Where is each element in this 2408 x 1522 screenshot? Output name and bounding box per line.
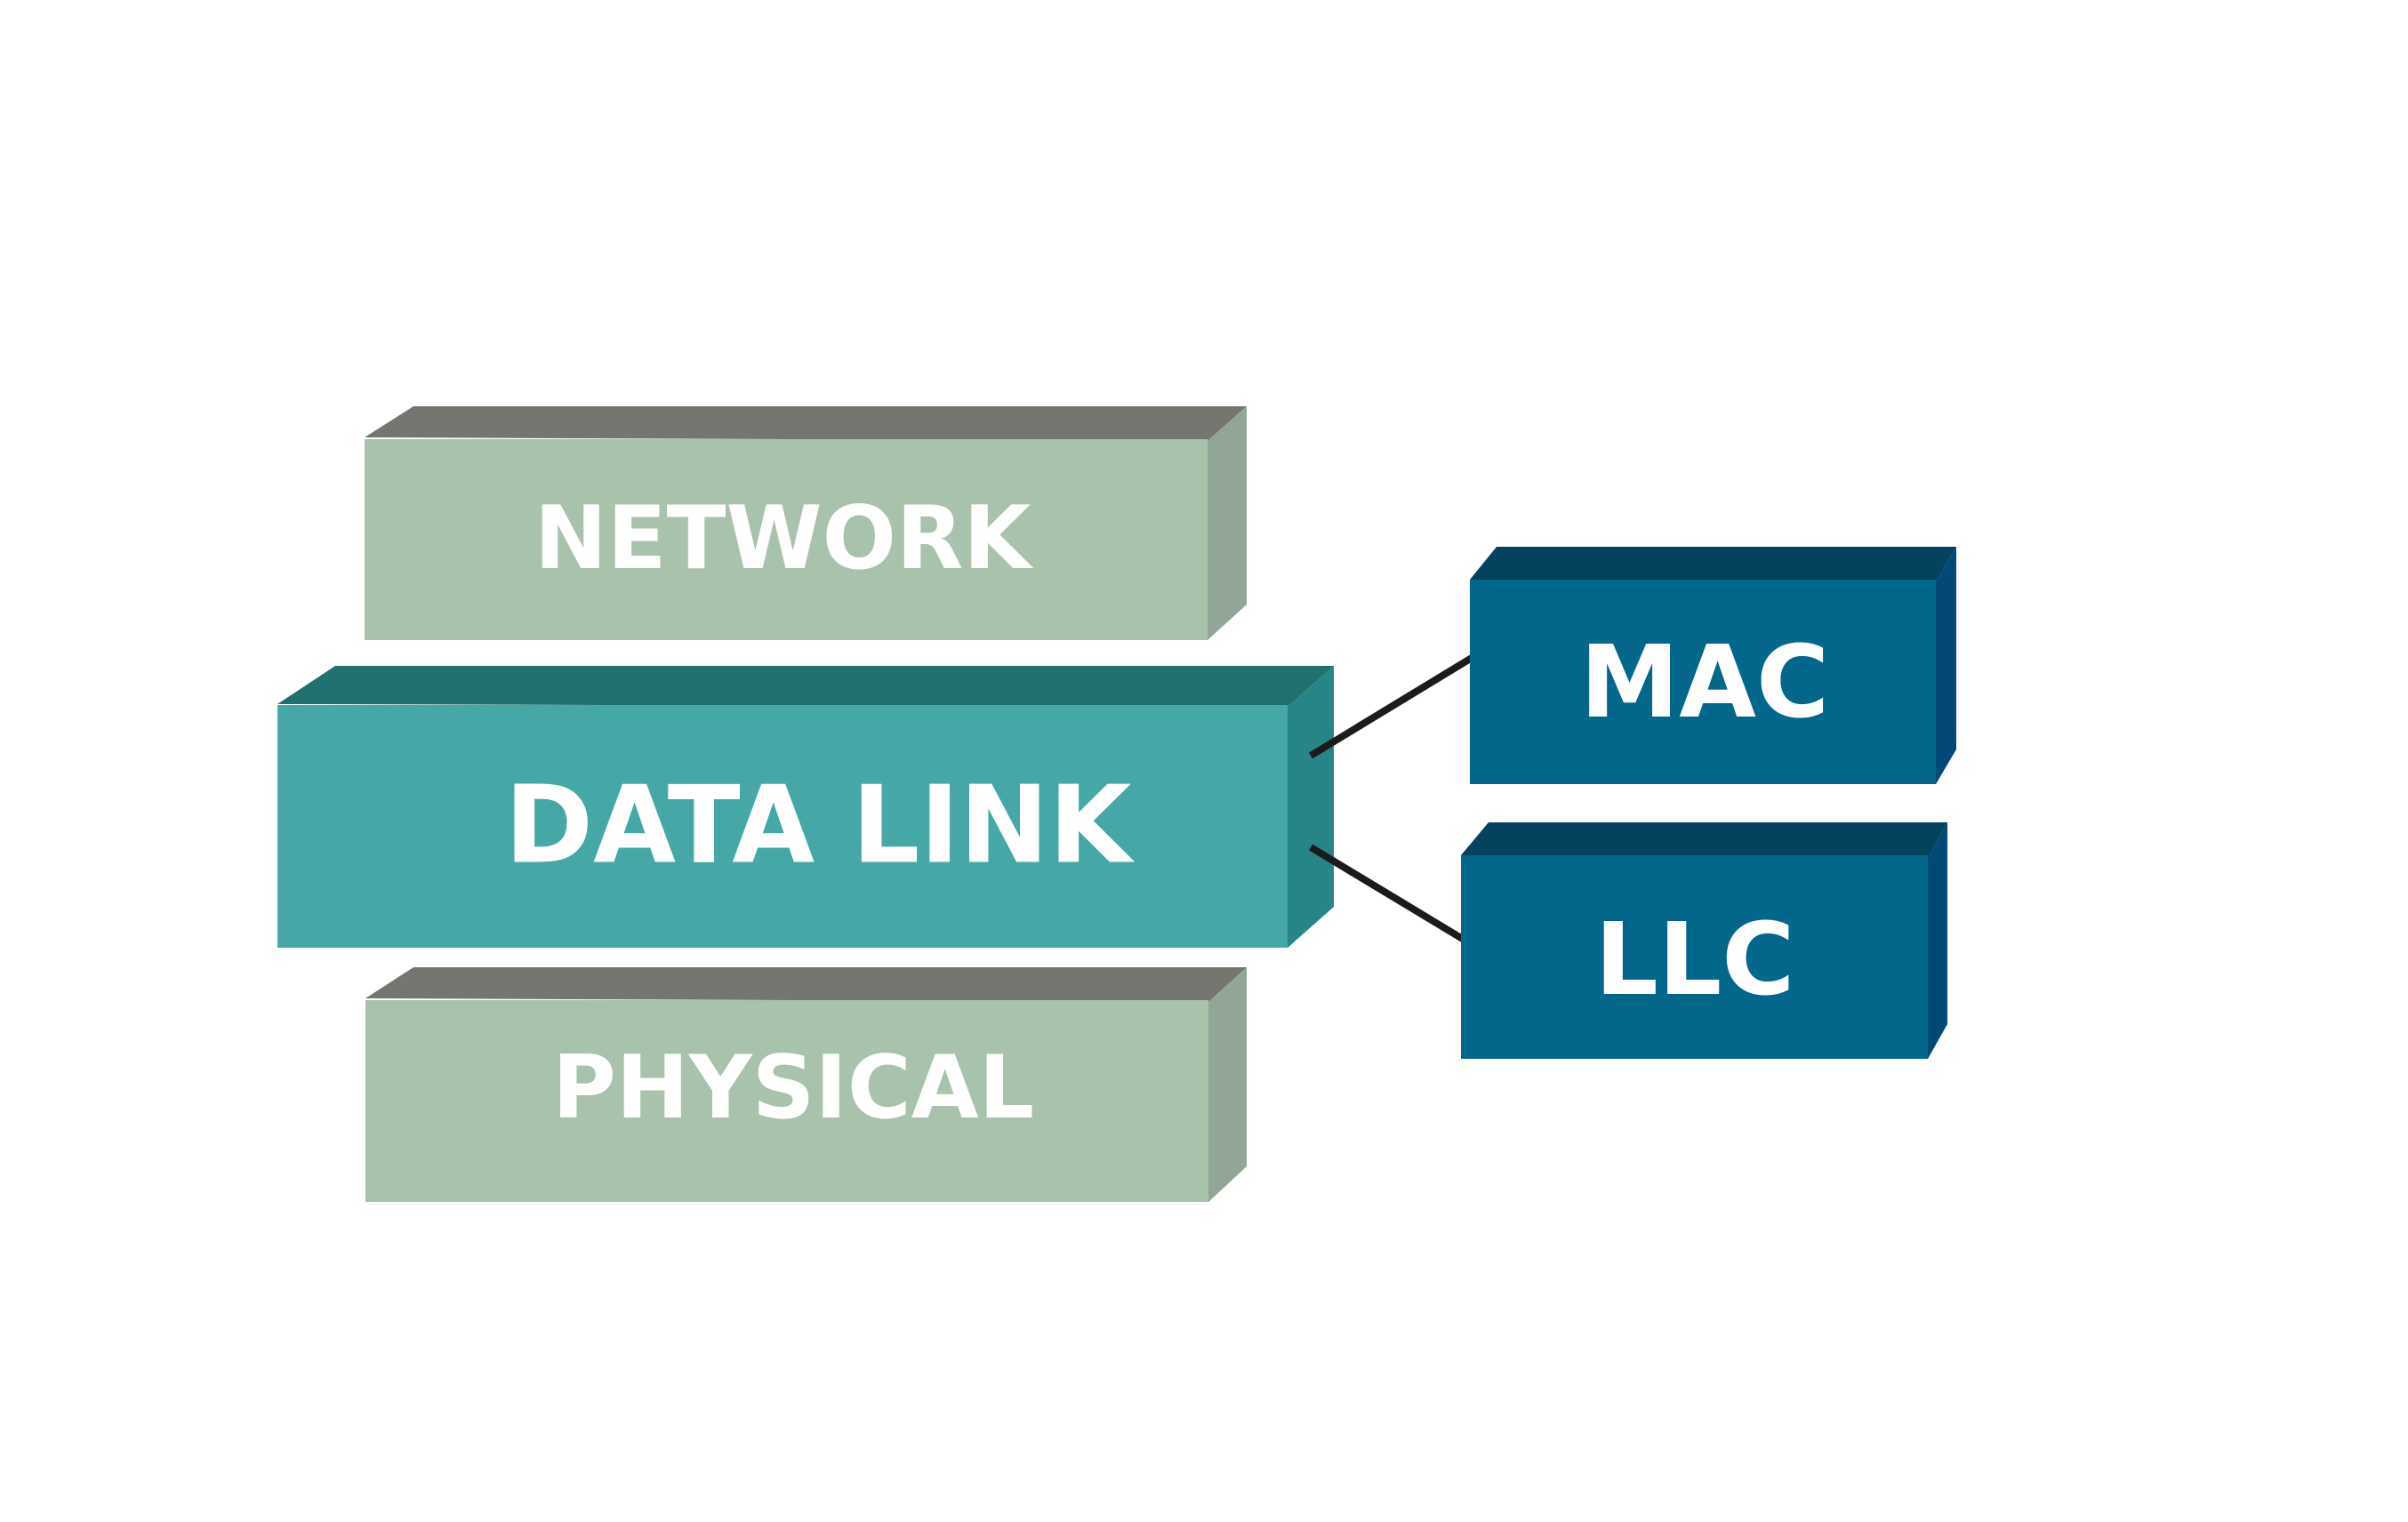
data-link-layer-side-face [1288, 666, 1334, 948]
network-layer-block: NETWORK [365, 406, 1247, 640]
llc-sublayer-front-face [1461, 855, 1928, 1059]
llc-sublayer-side-face [1928, 822, 1947, 1059]
network-layer-top-face [365, 406, 1247, 441]
llc-sublayer-top-face [1461, 822, 1947, 858]
llc-sublayer-label: LLC [1595, 902, 1795, 1018]
physical-layer-side-face [1208, 967, 1247, 1202]
mac-sublayer-side-face [1936, 547, 1956, 784]
network-layer-label: NETWORK [534, 488, 1034, 589]
connector-datalink-to-llc [1308, 844, 1468, 944]
mac-sublayer-front-face [1470, 580, 1936, 784]
network-layer-side-face [1208, 406, 1247, 640]
mac-sublayer-top-face [1470, 547, 1956, 582]
physical-layer-label: PHYSICAL [552, 1037, 1034, 1139]
mac-sublayer-block: MAC [1470, 547, 1956, 784]
connector-datalink-to-mac [1308, 654, 1474, 759]
mac-sublayer-label: MAC [1580, 625, 1829, 741]
data-link-layer-top-face [277, 666, 1334, 707]
llc-sublayer-block: LLC [1461, 822, 1947, 1059]
physical-layer-top-face [365, 967, 1247, 1002]
physical-layer-block: PHYSICAL [365, 967, 1247, 1202]
network-layer-front-face [365, 439, 1208, 640]
data-link-layer-front-face [277, 705, 1288, 948]
data-link-layer-block: DATA LINK [277, 666, 1334, 948]
data-link-layer-label: DATA LINK [505, 765, 1136, 888]
physical-layer-front-face [365, 1000, 1208, 1202]
